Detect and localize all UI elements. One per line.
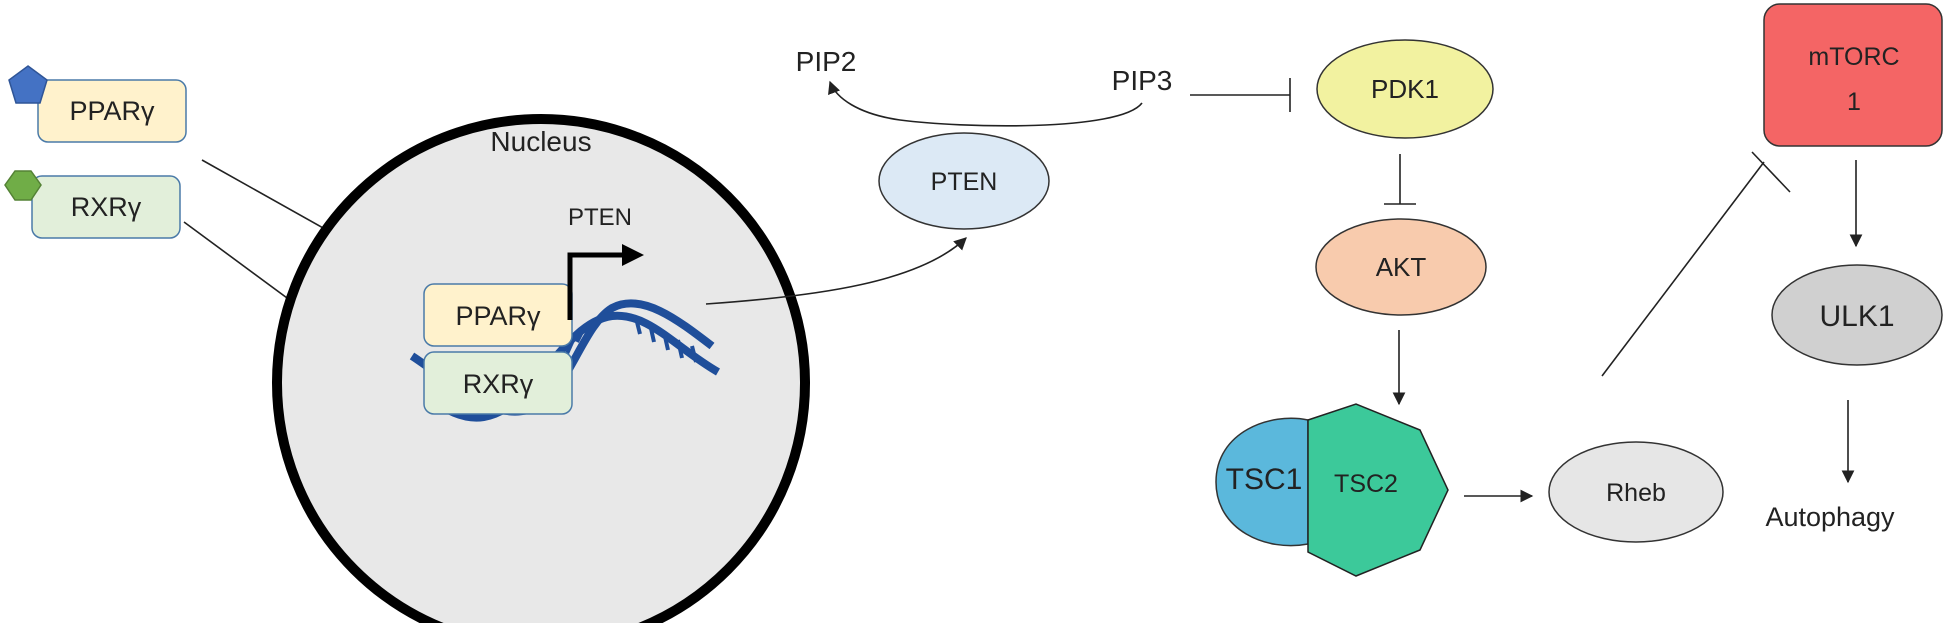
akt-node [1315,218,1487,316]
ulk1-node [1771,264,1943,366]
tsc2-node [1307,403,1449,577]
pip2-label: PIP2 [796,46,857,77]
mtorc1-node [1763,3,1943,147]
ppar-label-left: PPARγ [69,96,155,126]
nucleus-title: Nucleus [490,126,591,157]
rxr-box-nucleus [423,351,573,415]
rxr-label-nucleus: RXRγ [463,369,534,399]
autophagy-label: Autophagy [1765,502,1895,532]
ligand-pentagon-icon [8,65,48,104]
pip3-label: PIP3 [1112,65,1173,96]
akt-label: AKT [1376,252,1427,282]
arrow-dna-to-pten [705,237,967,305]
ppar-label-nucleus: PPARγ [455,301,541,331]
tsc2-label: TSC2 [1334,470,1398,498]
mtorc1-label-line1: mTORC [1808,43,1899,71]
gene-label: PTEN [568,204,632,231]
mtorc1-label-line2: 1 [1847,88,1861,116]
ulk1-label: ULK1 [1819,300,1894,333]
rxr-label-left: RXRγ [71,192,142,222]
pdk1-node [1316,39,1494,139]
transcription-start-arrow [567,252,626,320]
tsc1-label: TSC1 [1226,463,1303,496]
ligand-hexagon-icon [4,170,42,201]
arrow-pip3-to-pip2 [828,80,1143,127]
tsc1-node [1215,417,1309,547]
ppar-box-left [37,79,187,143]
rheb-node [1548,441,1724,543]
pten-node [878,132,1050,230]
rxr-box-left [31,175,181,239]
inhibit-rheb-mtorc1 [1601,161,1765,377]
pdk1-label: PDK1 [1371,74,1439,104]
pten-label: PTEN [931,168,998,196]
rheb-label: Rheb [1606,479,1666,507]
